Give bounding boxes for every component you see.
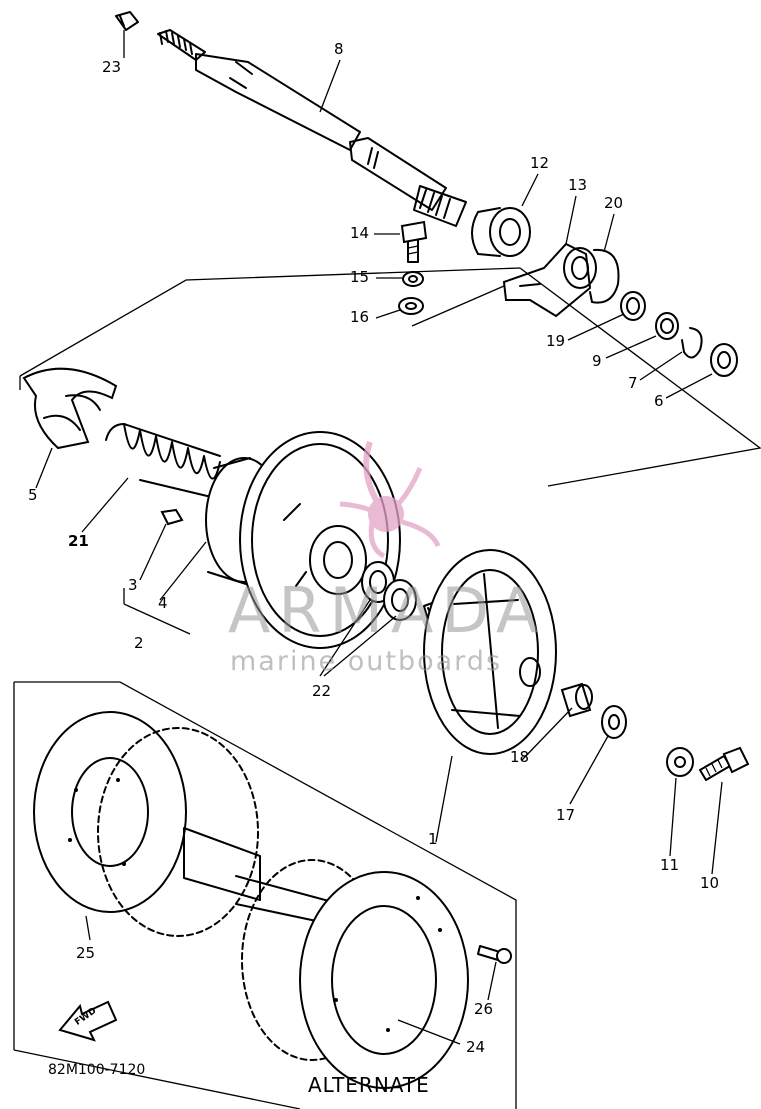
part-number-4: 4 [158, 594, 168, 612]
washer-17 [601, 705, 627, 739]
washer-9 [655, 312, 679, 340]
part-number-18: 18 [510, 748, 530, 766]
part-number-5: 5 [28, 486, 38, 504]
washer-11 [666, 747, 694, 777]
part-number-6: 6 [654, 392, 664, 410]
propeller-icon [339, 440, 441, 559]
lock-washer-15 [402, 271, 424, 287]
part-number-1: 1 [428, 830, 438, 848]
washer-7 [681, 327, 703, 359]
catalog-code: 82M100-7120 [48, 1062, 146, 1078]
circlip-20 [589, 248, 620, 304]
bolt-10 [699, 746, 750, 781]
part-number-17: 17 [556, 806, 576, 824]
part-number-2: 2 [134, 634, 144, 652]
part-number-15: 15 [350, 268, 370, 286]
part-number-19: 19 [546, 332, 566, 350]
fwd-arrow-icon [58, 1000, 118, 1042]
washer-6 [710, 343, 738, 377]
part-number-24: 24 [466, 1038, 486, 1056]
part-number-13: 13 [568, 176, 588, 194]
bearing-bracket [502, 242, 597, 318]
washer-19 [620, 291, 646, 321]
driven-shaft [157, 29, 467, 227]
part-number-10: 10 [700, 874, 720, 892]
part-number-21: 21 [68, 532, 89, 550]
part-number-7: 7 [628, 374, 638, 392]
washer-16 [398, 297, 424, 315]
part-number-3: 3 [128, 576, 138, 594]
part-number-16: 16 [350, 308, 370, 326]
part-number-23: 23 [102, 58, 122, 76]
watermark-tagline: marine outboards [230, 646, 503, 677]
part-number-8: 8 [334, 40, 344, 58]
movable-sheave [205, 431, 401, 649]
key-part-3 [160, 508, 184, 526]
watermark-brand: ARMADA [228, 574, 547, 647]
part-number-9: 9 [592, 352, 602, 370]
fixed-sheave [423, 549, 557, 755]
part-number-25: 25 [76, 944, 96, 962]
alternate-caption: ALTERNATE [308, 1073, 430, 1097]
leader-lines [35, 30, 723, 1045]
bolt-14 [400, 220, 428, 263]
alternate-disc-25 [33, 711, 259, 937]
cam-part-5 [22, 367, 118, 450]
bearing-part [471, 207, 531, 257]
plug-part [115, 11, 139, 31]
part-number-12: 12 [530, 154, 550, 172]
spring-21 [105, 423, 225, 501]
alternate-sheave-24 [241, 859, 469, 1089]
part-number-11: 11 [660, 856, 680, 874]
bolt-26 [477, 945, 512, 964]
spacers-22 [361, 561, 417, 621]
part-number-14: 14 [350, 224, 370, 242]
alternate-shaft [183, 827, 341, 927]
bushing-18 [560, 682, 593, 718]
part-number-26: 26 [474, 1000, 494, 1018]
part-number-20: 20 [604, 194, 624, 212]
part-number-22: 22 [312, 682, 332, 700]
